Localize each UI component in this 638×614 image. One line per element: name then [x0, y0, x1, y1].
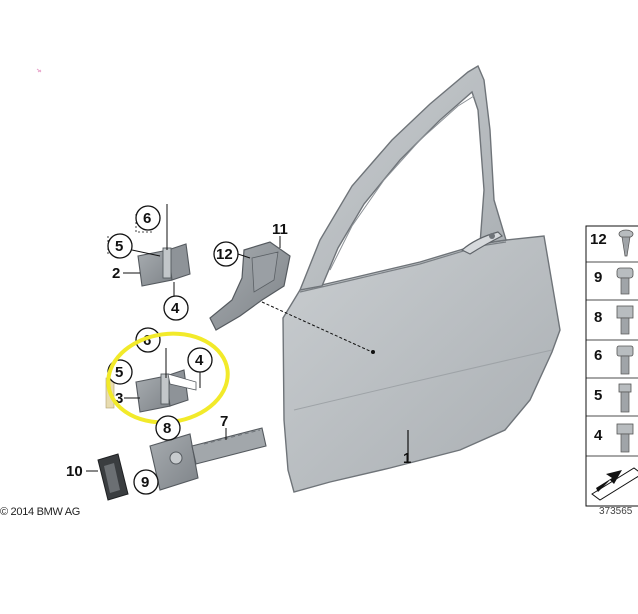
callout-8: 8 [163, 420, 171, 437]
copyright-text: © 2014 BMW AG [0, 506, 81, 518]
diagram-id: 373565 [599, 506, 633, 517]
callout-4-upper: 4 [171, 300, 180, 317]
legend-label-5: 5 [594, 387, 602, 404]
lower-hinge [135, 369, 197, 413]
callout-5-lower: 5 [115, 364, 123, 381]
callout-6-upper: 6 [143, 210, 151, 227]
legend-label-4: 4 [594, 427, 603, 444]
legend-label-12: 12 [590, 231, 607, 248]
window-frame [298, 64, 507, 291]
bolt-6-icon [616, 345, 634, 375]
callout-1: 1 [403, 450, 411, 467]
door-panel [282, 235, 561, 493]
door-check [149, 427, 267, 491]
screw-12-icon [618, 229, 634, 257]
door-assembly [282, 64, 561, 493]
bolt-4-icon [616, 423, 634, 453]
bolt-5-icon [618, 383, 632, 413]
callout-11: 11 [272, 221, 288, 238]
callout-9: 9 [141, 474, 149, 491]
callout-6-lower: 6 [143, 332, 151, 349]
bolt-8-icon [616, 305, 634, 335]
callout-4-lower: 4 [195, 352, 204, 369]
callout-5-upper: 5 [115, 238, 123, 255]
legend-label-8: 8 [594, 309, 602, 326]
arrow-plate-icon [591, 467, 638, 501]
upper-hinge [137, 243, 191, 287]
stray-mark [36, 68, 42, 73]
callout-2: 2 [112, 265, 120, 282]
legend-label-6: 6 [594, 347, 602, 364]
legend-label-9: 9 [594, 269, 602, 286]
part-11-bracket [209, 241, 291, 331]
callout-12: 12 [216, 246, 233, 263]
part-10-seal [97, 453, 129, 501]
screw-9-icon [616, 267, 634, 295]
callout-10: 10 [66, 463, 83, 480]
callout-7: 7 [220, 413, 228, 430]
callout-3: 3 [115, 390, 123, 407]
